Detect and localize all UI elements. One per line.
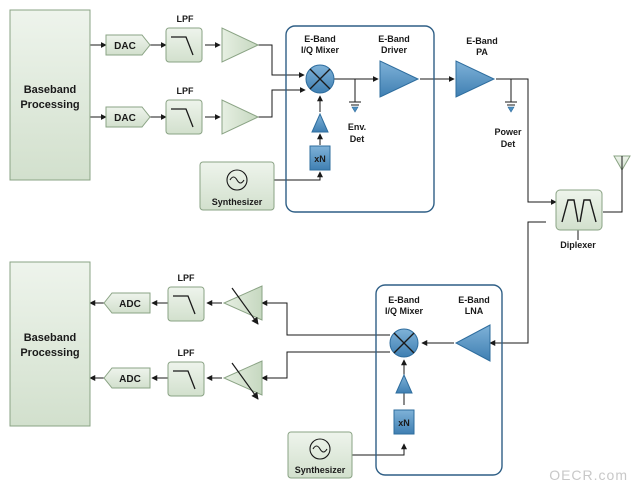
tx-multiplier: xN — [309, 145, 331, 171]
power-det-label-2: Det — [501, 139, 516, 149]
env-det-label-1: Env. — [348, 122, 366, 132]
rx-baseband-line2: Processing — [20, 347, 79, 359]
diplexer-label: Diplexer — [560, 240, 596, 250]
tx-pa-label-2: PA — [476, 47, 488, 57]
tx-dac-bottom: DAC — [105, 106, 151, 128]
tx-lpf-bottom — [165, 99, 203, 135]
tx-baseband-line2: Processing — [20, 99, 79, 111]
power-detector — [505, 101, 517, 113]
tx-lo-buffer-amp — [311, 112, 329, 133]
tx-mixer-label-1: E-Band — [304, 34, 336, 44]
rx-adc-top: ADC — [103, 292, 151, 314]
rx-baseband-line1: Baseband — [24, 332, 77, 344]
tx-lpf-bottom-label: LPF — [177, 86, 195, 96]
rx-mixer — [389, 328, 419, 358]
diplexer — [555, 189, 603, 231]
tx-dac-top: DAC — [105, 34, 151, 56]
env-det-label-2: Det — [350, 134, 365, 144]
rx-lo-buffer-amp — [395, 373, 413, 394]
env-detector — [349, 101, 361, 113]
tx-mixer-label-2: I/Q Mixer — [301, 45, 340, 55]
antenna-icon — [613, 155, 631, 172]
rx-lna-label-2: LNA — [465, 306, 484, 316]
rx-lpf-bottom-label: LPF — [178, 348, 196, 358]
tx-synthesizer: Synthesizer — [199, 161, 275, 211]
tx-multiplier-label: xN — [314, 154, 326, 164]
rx-lna-amp — [454, 324, 491, 362]
rx-vga-top — [222, 285, 263, 325]
rx-baseband-block — [9, 261, 91, 427]
rx-rf-group — [375, 284, 503, 476]
tx-wiring — [90, 42, 623, 240]
tx-bb-amp-bottom — [221, 99, 260, 135]
power-det-label-1: Power — [494, 127, 522, 137]
tx-pa-amp — [455, 60, 496, 98]
tx-dac-top-label: DAC — [114, 41, 136, 52]
rx-lpf-top-label: LPF — [178, 273, 196, 283]
tx-driver-label-1: E-Band — [378, 34, 410, 44]
tx-baseband-block — [9, 9, 91, 181]
rx-mixer-label-1: E-Band — [388, 295, 420, 305]
tx-rf-group — [285, 25, 435, 213]
rx-multiplier: xN — [393, 409, 415, 435]
tx-lpf-top — [165, 27, 203, 63]
tx-driver-amp — [379, 60, 420, 98]
tx-pa-label-1: E-Band — [466, 36, 498, 46]
rx-lna-label-1: E-Band — [458, 295, 490, 305]
rx-lpf-top — [167, 286, 205, 322]
tx-dac-bottom-label: DAC — [114, 113, 136, 124]
rx-vga-bottom — [222, 360, 263, 400]
tx-driver-label-2: Driver — [381, 45, 408, 55]
rx-mixer-label-2: I/Q Mixer — [385, 306, 424, 316]
rx-multiplier-label: xN — [398, 418, 410, 428]
tx-baseband-line1: Baseband — [24, 84, 77, 96]
tx-synthesizer-label: Synthesizer — [212, 197, 263, 207]
rx-synthesizer: Synthesizer — [287, 431, 353, 479]
rx-lpf-bottom — [167, 361, 205, 397]
rx-adc-bottom-label: ADC — [119, 374, 141, 385]
rx-adc-top-label: ADC — [119, 299, 141, 310]
tx-bb-amp-top — [221, 27, 260, 63]
tx-mixer — [305, 64, 335, 94]
watermark: OECR.com — [549, 467, 628, 483]
tx-lpf-top-label: LPF — [177, 14, 195, 24]
rx-adc-bottom: ADC — [103, 367, 151, 389]
rx-synthesizer-label: Synthesizer — [295, 465, 346, 475]
